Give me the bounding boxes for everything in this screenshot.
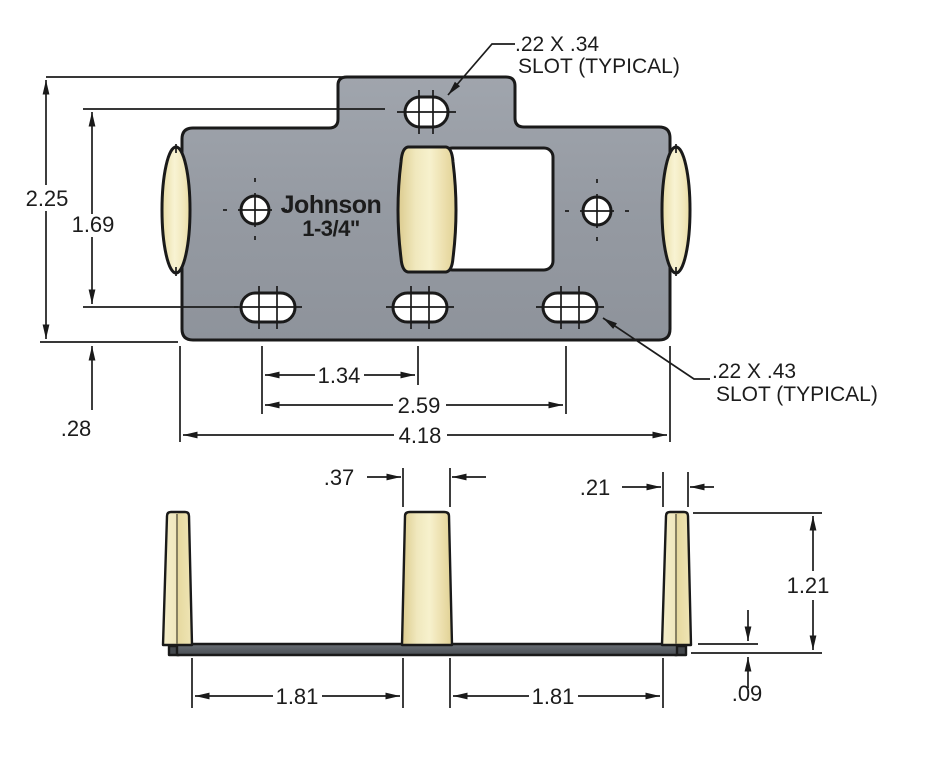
bottom-slot-center-centerlines xyxy=(386,286,454,329)
top-slot-centerlines xyxy=(397,90,456,134)
svg-text:1.69: 1.69 xyxy=(72,212,115,237)
svg-text:1.81: 1.81 xyxy=(532,684,575,709)
dim-center-post-width: .37 xyxy=(324,465,486,490)
dim-slot-spacing: 1.34 xyxy=(265,363,415,388)
svg-text:2.25: 2.25 xyxy=(26,186,69,211)
dim-end-post-width: .21 xyxy=(580,475,714,500)
svg-text:1.21: 1.21 xyxy=(787,573,830,598)
svg-text:2.59: 2.59 xyxy=(398,393,441,418)
dim-side-overall-height: 1.21 xyxy=(787,516,830,650)
svg-text:1.34: 1.34 xyxy=(318,363,361,388)
side-view-dimensions: .37 .21 1.21 .09 1.81 1.8 xyxy=(191,465,830,709)
center-roller xyxy=(396,145,458,274)
callout-bottom-slot-leader xyxy=(602,317,710,380)
pilot-hole-right-centerlines xyxy=(565,179,629,241)
svg-text:.21: .21 xyxy=(580,475,611,500)
svg-text:.28: .28 xyxy=(61,416,92,441)
svg-text:1.81: 1.81 xyxy=(276,684,319,709)
callout-top-slot-size: .22 X .34 xyxy=(515,33,599,56)
square-cutout xyxy=(441,146,555,272)
part-label-line1: Johnson xyxy=(281,191,382,219)
svg-text:4.18: 4.18 xyxy=(399,423,442,448)
extension-lines-side-view xyxy=(191,468,822,708)
bottom-slot-right-centerlines xyxy=(536,286,604,329)
top-view-dimensions: 2.25 1.69 .28 1.34 2.59 4.18 xyxy=(26,76,671,448)
top-view: Johnson 1-3/4" xyxy=(160,75,692,342)
svg-text:.37: .37 xyxy=(324,465,355,490)
right-roller xyxy=(660,145,692,275)
dim-gap-left: 1.81 xyxy=(195,684,400,709)
callout-top-slot-leader xyxy=(447,43,515,96)
dim-overall-width: 4.18 xyxy=(183,423,667,448)
part-label-line2: 1-3/4" xyxy=(302,216,360,241)
callout-bottom-slot-note: SLOT (TYPICAL) xyxy=(716,383,878,406)
dim-bottom-edge-offset: .28 xyxy=(61,346,96,441)
svg-text:.09: .09 xyxy=(732,681,763,706)
pilot-hole-left-centerlines xyxy=(223,178,287,240)
bottom-slot-left-centerlines xyxy=(234,286,302,329)
left-roller xyxy=(160,145,192,275)
side-view xyxy=(161,510,693,657)
side-post-center xyxy=(400,510,454,647)
callout-bottom-slot-size: .22 X .43 xyxy=(712,360,796,383)
callout-top-slot-note: SLOT (TYPICAL) xyxy=(518,55,680,78)
dim-hole-span-height: 1.69 xyxy=(72,112,115,304)
dim-overall-height: 2.25 xyxy=(26,80,69,339)
dim-base-thickness: .09 xyxy=(732,610,763,706)
dim-gap-right: 1.81 xyxy=(453,684,660,709)
callout-bottom-slot: .22 X .43 SLOT (TYPICAL) xyxy=(602,317,878,406)
callout-top-slot: .22 X .34 SLOT (TYPICAL) xyxy=(447,33,680,96)
dim-slot-span: 2.59 xyxy=(265,393,563,418)
